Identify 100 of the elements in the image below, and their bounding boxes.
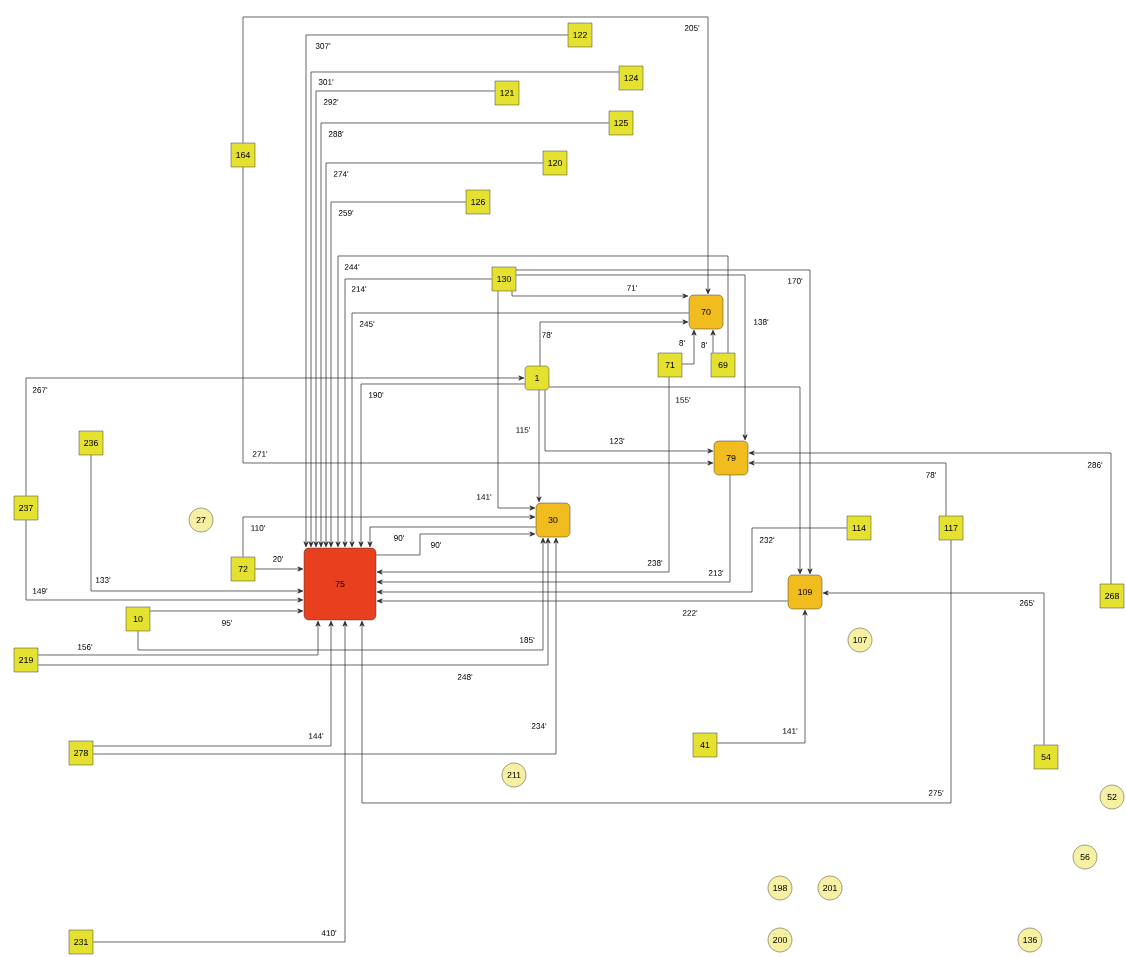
circle-node: 198 [767,875,793,901]
connector-arrow [25,519,304,603]
square-node: 69 [710,352,736,378]
circle-node: 56 [1072,844,1098,870]
edge-label: 190' [367,391,385,399]
edge-label: 115' [515,426,531,434]
connector-arrow [515,274,748,441]
connector-arrow [376,527,848,595]
square-node: 117 [938,515,964,541]
edge-label: 149' [31,587,49,595]
square-node: 121 [494,80,520,106]
connector-arrow [92,537,559,755]
connector-arrow [254,566,304,572]
connector-arrow [313,90,496,548]
edge-label: 71' [626,284,638,292]
edge-label: 144' [307,732,325,740]
connector-arrow [318,122,610,548]
connector-arrow [92,620,334,747]
connector-arrow [376,474,731,585]
edge-label: 213' [707,569,725,577]
edge-label: 271' [251,450,269,458]
edge-label: 133' [94,576,112,584]
connector-arrow [92,620,348,943]
square-node: 122 [567,22,593,48]
edge-label: 234' [530,722,548,730]
connector-arrow [242,514,536,558]
connector-arrow [710,329,716,354]
circle-node: 200 [767,927,793,953]
edge-label: 214' [350,285,368,293]
edge-label: 238' [646,559,664,567]
square-node: 120 [542,150,568,176]
connector-arrow [548,386,803,575]
edge-label: 141' [475,493,493,501]
connector-arrow [242,166,714,466]
connector-arrow [349,312,690,548]
connector-arrow [376,376,670,575]
square-node: 72 [230,556,256,582]
edge-label: 222' [681,609,699,617]
circle-node: 136 [1017,927,1043,953]
connector-arrow [822,590,1045,746]
square-node: 54 [1033,744,1059,770]
edge-label: 20' [272,555,284,563]
edge-label: 90' [393,534,405,542]
edge-label: 307' [314,42,332,50]
square-node: 278 [68,740,94,766]
edge-label: 78' [925,471,937,479]
square-node: 124 [618,65,644,91]
rounded-node: 30 [535,502,571,538]
edge-label: 8' [700,341,708,349]
edge-label: 275' [927,789,945,797]
connector-arrow [308,71,620,548]
edge-label: 123' [608,437,626,445]
connector-arrow [515,269,813,575]
edge-label: 156' [76,643,94,651]
edge-label: 138' [752,318,770,326]
edge-label: 301' [317,78,335,86]
connector-arrow [358,383,526,548]
square-node: 41 [692,732,718,758]
connector-arrow [335,255,729,548]
circle-node: 52 [1099,784,1125,810]
square-node: 114 [846,515,872,541]
connector-arrow [149,608,304,614]
circle-node: 211 [501,762,527,788]
edge-label: 110' [250,524,266,532]
square-node: 236 [78,430,104,456]
connector-arrow [303,34,569,548]
rounded-node: 79 [713,440,749,476]
circle-node: 201 [817,875,843,901]
edge-label: 95' [221,619,233,627]
connector-arrow [511,290,689,299]
edge-label: 205' [683,24,701,32]
edge-label: 245' [358,320,376,328]
rounded-node: 109 [787,574,823,610]
square-node: 126 [465,189,491,215]
square-node: 125 [608,110,634,136]
connector-arrow [536,389,542,503]
connector-arrow [90,454,304,594]
square-node: 237 [13,495,39,521]
connector-arrow [539,319,689,367]
edge-label: 78' [541,331,553,339]
connector-arrow [323,162,544,548]
edge-label: 259' [337,209,355,217]
connector-arrow [681,329,697,365]
edge-label: 232' [758,536,776,544]
rounded-node: 70 [688,294,724,330]
edge-label: 244' [343,263,361,271]
edge-label: 410' [320,929,338,937]
connector-arrow [376,598,789,604]
edge-label: 265' [1018,599,1036,607]
square-node: 219 [13,647,39,673]
square-node: 71 [657,352,683,378]
edge-label: 292' [322,98,340,106]
square-node: 231 [68,929,94,955]
edge-label: 248' [456,673,474,681]
circle-node: 27 [188,507,214,533]
connector-arrow [37,620,321,656]
square-node: 130 [491,266,517,292]
connector-arrow [137,537,546,651]
connector-arrow [375,531,536,556]
connector-arrow [359,539,952,804]
